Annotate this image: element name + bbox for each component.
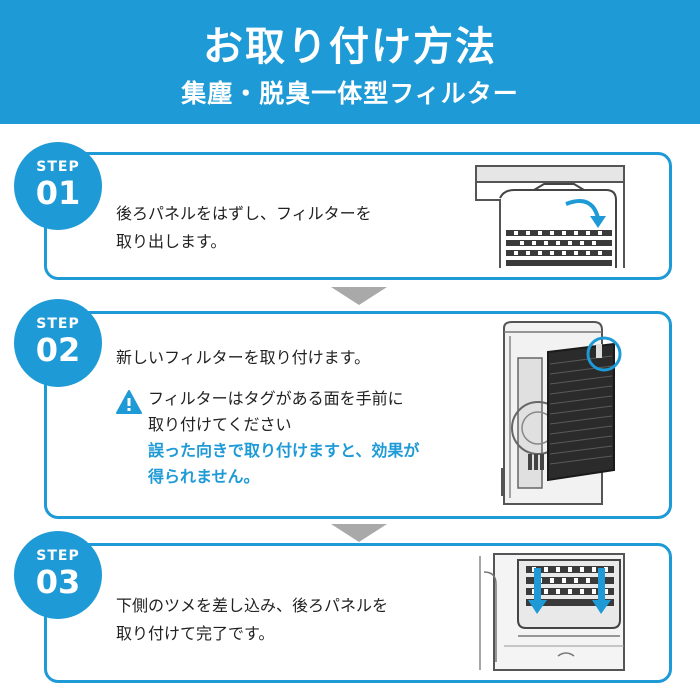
insert-filter-illustration (498, 318, 626, 512)
step-number: 03 (35, 563, 81, 601)
step-1-line-1: 後ろパネルをはずし、フィルターを (116, 204, 372, 223)
step-2-line-1: 新しいフィルターを取り付けます。 (116, 348, 371, 367)
step-1-badge: STEP 01 (14, 142, 102, 230)
attach-back-panel-illustration (474, 552, 626, 676)
page-subtitle: 集塵・脱臭一体型フィルター (181, 79, 519, 108)
warning-triangle-icon (116, 390, 142, 414)
step-number: 01 (35, 174, 81, 212)
step-3-line-2: 取り付けて完了です。 (116, 624, 275, 643)
step-3-text: 下側のツメを差し込み、後ろパネルを 取り付けて完了です。 (116, 592, 456, 648)
page-header: お取り付け方法 集塵・脱臭一体型フィルター (0, 0, 700, 124)
remove-back-panel-illustration (474, 160, 626, 270)
step-3-badge: STEP 03 (14, 531, 102, 619)
step-label: STEP (36, 548, 80, 564)
step-2-text: 新しいフィルターを取り付けます。 (116, 344, 446, 372)
step-label: STEP (36, 159, 80, 175)
step-3-line-1: 下側のツメを差し込み、後ろパネルを (116, 596, 389, 615)
step-1-line-2: 取り出します。 (116, 232, 227, 251)
alert-line-1: 誤った向きで取り付けますと、効果が (148, 441, 420, 460)
page-title: お取り付け方法 (203, 24, 497, 70)
down-arrow-icon (331, 287, 387, 305)
step-number: 02 (35, 331, 81, 369)
step-2-badge: STEP 02 (14, 299, 102, 387)
step-1-text: 後ろパネルをはずし、フィルターを 取り出します。 (116, 200, 436, 256)
down-arrow-icon (331, 524, 387, 542)
warning-line-1: フィルターはタグがある面を手前に (148, 389, 404, 408)
step-label: STEP (36, 316, 80, 332)
alert-line-2: 得られません。 (148, 467, 260, 486)
warning-line-2: 取り付けてください (148, 415, 292, 434)
